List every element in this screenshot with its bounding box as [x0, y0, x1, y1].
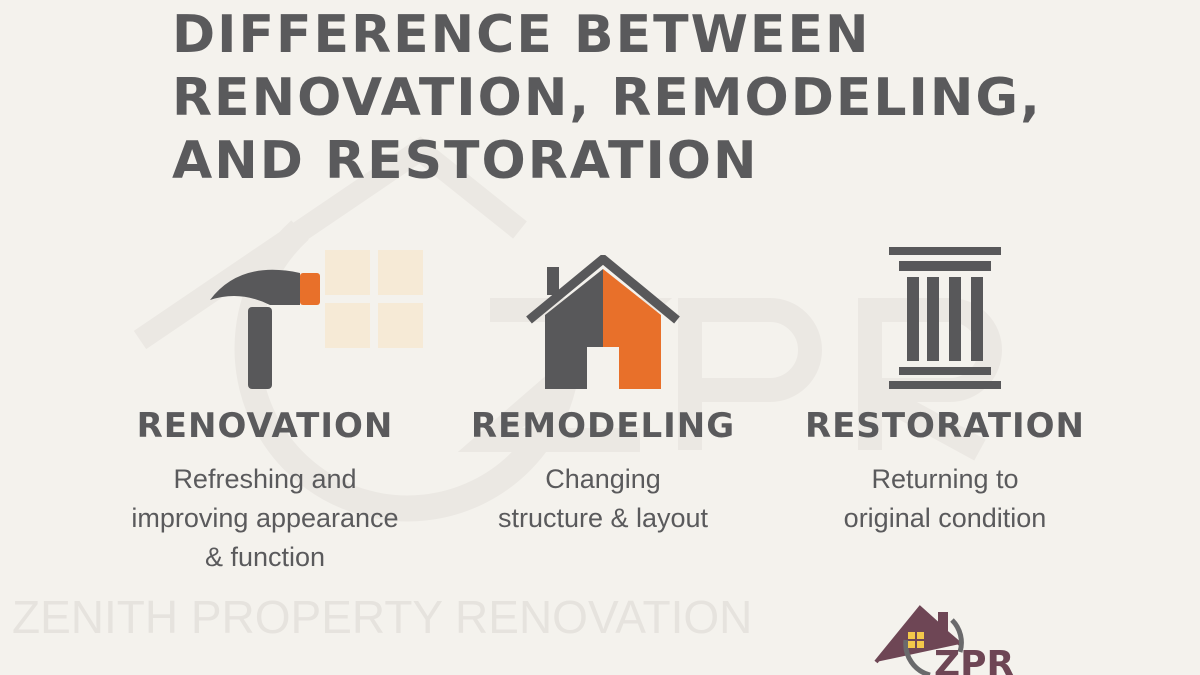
house-icon	[433, 230, 773, 390]
restoration-heading: RESTORATION	[804, 406, 1086, 446]
svg-text:ZPR: ZPR	[934, 644, 1014, 675]
page-title: DIFFERENCE BETWEEN RENOVATION, REMODELIN…	[172, 4, 1042, 193]
remodeling-heading: REMODELING	[470, 406, 736, 446]
title-line: RENOVATION, REMODELING,	[172, 68, 1042, 128]
title-line: AND RESTORATION	[172, 131, 759, 191]
renovation-heading: RENOVATION	[136, 406, 394, 446]
hammer-icon	[95, 230, 435, 390]
watermark-text: ZENITH PROPERTY RENOVATION	[12, 591, 753, 643]
title-line: DIFFERENCE BETWEEN	[172, 5, 871, 65]
column-pillar-icon	[775, 230, 1115, 390]
zpr-logo: ZPR	[874, 605, 1014, 675]
